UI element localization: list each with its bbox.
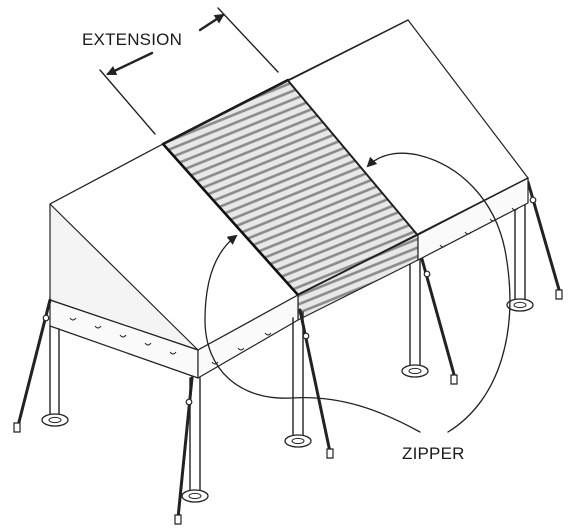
leg-back-middle — [401, 245, 429, 378]
leg-front-left — [41, 325, 69, 427]
leg-front-middle — [284, 311, 312, 448]
guy-rope-front-middle — [298, 308, 334, 459]
valance-scallops — [69, 207, 519, 365]
guy-rope-back-right — [526, 180, 563, 300]
leg-back-right — [506, 204, 534, 312]
guy-rope-back-middle — [418, 250, 458, 385]
zipper-label: ZIPPER — [402, 444, 465, 463]
zipper-leader-left — [204, 234, 421, 433]
tent-canopy — [49, 19, 529, 379]
extension-arrow-left — [106, 51, 154, 76]
extension-label: EXTENSION — [82, 30, 182, 49]
base-plate — [181, 489, 209, 503]
front-legs — [13, 298, 334, 525]
base-plate — [401, 364, 429, 378]
base-plate — [41, 413, 69, 427]
zipper-leader-right — [366, 152, 511, 433]
extension-arrow-right — [198, 13, 225, 32]
extension-dimension: EXTENSION — [82, 7, 279, 135]
valance-front-middle — [197, 294, 299, 379]
base-plate — [506, 298, 534, 312]
extension-dimension-line-right — [217, 7, 279, 73]
back-legs — [401, 180, 563, 385]
guy-rope-front-corner — [174, 376, 194, 525]
guy-rope-front-left — [13, 298, 52, 433]
zipper-callout: ZIPPER — [204, 152, 511, 463]
extension-dimension-line-left — [99, 69, 156, 135]
base-plate — [284, 434, 312, 448]
